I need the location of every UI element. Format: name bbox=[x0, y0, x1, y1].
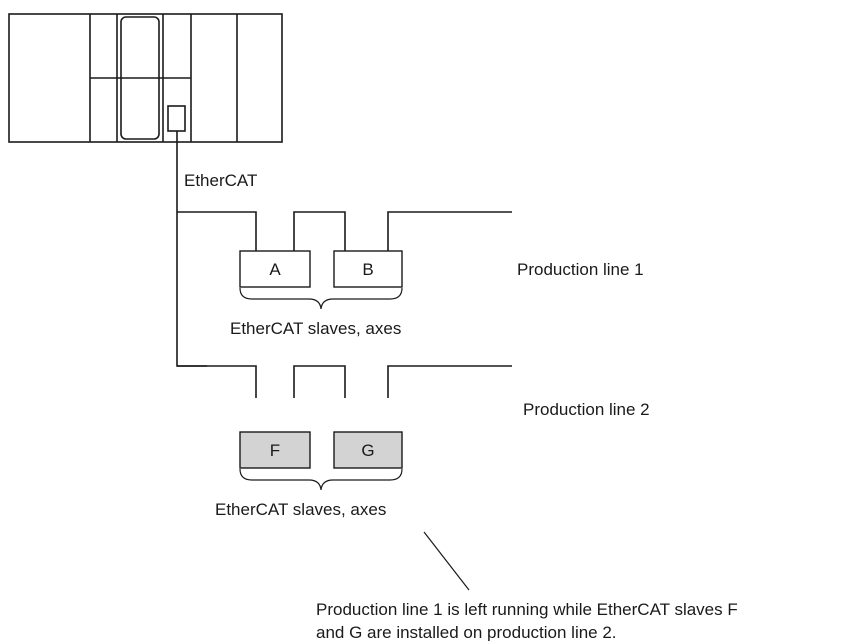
slave-label: A bbox=[269, 260, 281, 279]
line2-group-label: EtherCAT slaves, axes bbox=[215, 500, 386, 519]
slave-box bbox=[239, 250, 311, 288]
slave-box bbox=[333, 431, 403, 469]
line1-group-label: EtherCAT slaves, axes bbox=[230, 319, 401, 338]
line1-slave-A: A bbox=[239, 250, 311, 288]
line1-cable-from-B bbox=[387, 211, 512, 251]
line2-cable-to-right bbox=[387, 365, 512, 398]
line1-slave-B: B bbox=[333, 250, 403, 288]
controller-body bbox=[8, 13, 283, 143]
line2-slaves-brace bbox=[239, 468, 403, 491]
production-line-1-label: Production line 1 bbox=[517, 260, 644, 279]
controller-rack bbox=[8, 13, 283, 143]
note-line-2: and G are installed on production line 2… bbox=[316, 623, 617, 641]
note-line-1: Production line 1 is left running while … bbox=[316, 600, 738, 619]
slave-box bbox=[333, 250, 403, 288]
line2-slave-F: F bbox=[239, 431, 311, 469]
line1-slaves-brace bbox=[239, 287, 403, 310]
line2-wiring bbox=[177, 365, 512, 398]
ethercat-trunk-cable bbox=[176, 131, 207, 367]
line2-cable-open-end bbox=[177, 365, 257, 398]
callout-leader-line bbox=[423, 531, 470, 591]
line1-wiring bbox=[177, 211, 512, 251]
line1-cable-A-to-B bbox=[293, 211, 346, 251]
controller-cpu-unit bbox=[120, 16, 160, 140]
slave-label: F bbox=[270, 441, 280, 460]
ethercat-port bbox=[167, 105, 186, 132]
line2-slave-G: G bbox=[333, 431, 403, 469]
line1-cable-to-A bbox=[177, 211, 257, 251]
slave-label: G bbox=[361, 441, 374, 460]
ethercat-label: EtherCAT bbox=[184, 171, 257, 190]
slave-label: B bbox=[362, 260, 373, 279]
line2-cable-loop bbox=[293, 365, 346, 398]
slave-box bbox=[239, 431, 311, 469]
production-line-2-label: Production line 2 bbox=[523, 400, 650, 419]
